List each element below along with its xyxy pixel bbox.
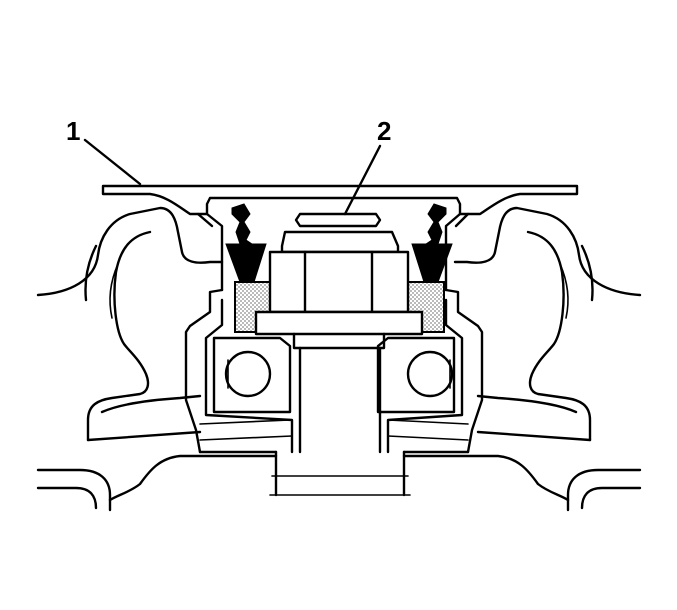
callout-label-2: 2	[377, 116, 392, 146]
bearing-housing	[184, 288, 484, 454]
strut-nut-and-shaft	[254, 212, 424, 497]
callout-label-1: 1	[66, 116, 81, 146]
leader-line-2	[343, 144, 382, 216]
bearing-ball-left	[224, 350, 272, 398]
upper-mount-plate	[101, 184, 579, 292]
downward-arrow-icon	[411, 203, 453, 283]
leader-line-1	[83, 138, 142, 186]
downward-arrow-icon	[225, 203, 267, 283]
bearing-ball-right	[406, 350, 454, 398]
lower-body	[36, 450, 642, 512]
leader-lines	[83, 138, 382, 216]
housing-right	[453, 206, 642, 442]
housing-left	[36, 206, 224, 442]
